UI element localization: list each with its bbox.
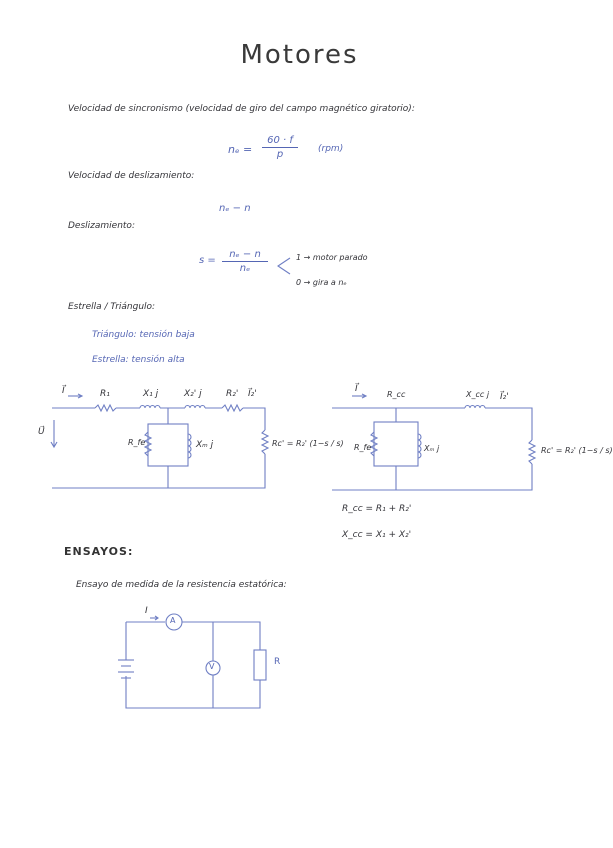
circuit-2-wires xyxy=(332,393,537,491)
c2-current-in: I⃗ xyxy=(355,384,358,394)
slip-denominator: nₑ xyxy=(239,263,251,274)
slip-speed-expr: nₑ − n xyxy=(219,203,251,214)
r2-resistor xyxy=(221,403,244,413)
xm-inductor xyxy=(187,433,192,459)
slip-lhs: s = xyxy=(199,255,216,266)
r1-resistor xyxy=(94,403,117,413)
slip-case-1: 1 → motor parado xyxy=(296,253,368,262)
slip-fraction: nₑ − n nₑ xyxy=(222,249,268,274)
slip-speed-label: Velocidad de deslizamiento: xyxy=(68,171,195,181)
circuit-1-wires xyxy=(50,393,270,489)
x2-inductor xyxy=(184,404,206,409)
equation-xcc: X_cc = X₁ + X₂' xyxy=(342,530,412,540)
connection-label: Estrella / Triángulo: xyxy=(68,302,156,312)
c1-current-out: I⃗₂' xyxy=(248,389,257,399)
c1-r2-label: R₂' xyxy=(226,389,239,399)
test1-label: Ensayo de medida de la resistencia estat… xyxy=(76,580,287,590)
c1-r1-label: R₁ xyxy=(100,389,110,399)
fraction-bar xyxy=(262,147,298,148)
sync-speed-unit: (rpm) xyxy=(318,144,344,154)
load-resistor xyxy=(260,429,270,455)
c2-rfe-label: R_fe xyxy=(354,443,372,452)
resistor-label: R xyxy=(274,657,281,667)
slip-label: Deslizamiento: xyxy=(68,221,135,231)
equation-rcc: R_cc = R₁ + R₂' xyxy=(342,504,412,514)
c2-xm-label: Xₘ j xyxy=(424,444,440,453)
fraction-bar xyxy=(222,261,268,262)
slip-numerator: nₑ − n xyxy=(229,249,261,260)
c1-x2-label: X₂' j xyxy=(184,389,202,399)
star-note: Estrella: tensión alta xyxy=(92,355,185,365)
page-title: Motores xyxy=(240,40,359,70)
c2-load-label: Rc' = R₂' (1−s / s) xyxy=(541,446,613,455)
test-circuit-wires xyxy=(118,613,267,709)
c1-voltage: U⃗ xyxy=(38,427,45,437)
sync-speed-label: Velocidad de sincronismo (velocidad de g… xyxy=(68,104,415,114)
sync-speed-lhs: nₑ = xyxy=(228,143,253,156)
sync-speed-numerator: 60 · f xyxy=(267,135,293,146)
xm-inductor-2 xyxy=(417,433,422,459)
test1-current-label: I xyxy=(145,606,148,616)
rfe-resistor xyxy=(143,431,153,457)
c1-load-label: Rc' = R₂' (1−s / s) xyxy=(272,439,344,448)
triangle-note: Triángulo: tensión baja xyxy=(92,330,195,340)
c2-xcc-label: X_cc j xyxy=(466,390,490,399)
slip-brace xyxy=(277,257,291,275)
rfe-resistor-2 xyxy=(369,431,379,457)
c1-rfe-label: R_fe xyxy=(128,438,146,447)
voltmeter-label: V xyxy=(209,662,215,671)
resistor-box xyxy=(253,649,267,681)
sync-speed-denominator: p xyxy=(276,149,284,160)
c2-current-out: I⃗₂' xyxy=(500,392,509,402)
ammeter-label: A xyxy=(170,616,176,625)
c1-current-in: I⃗ xyxy=(62,386,65,396)
x1-inductor xyxy=(139,404,161,409)
load-resistor-2 xyxy=(527,439,537,465)
c2-rcc-label: R_cc xyxy=(387,390,406,399)
circuits-drawing xyxy=(50,257,537,709)
slip-case-2: 0 → gira a nₑ xyxy=(296,278,347,287)
ensayos-heading: ENSAYOS: xyxy=(64,545,134,558)
xcc-inductor xyxy=(464,404,486,409)
c1-x1-label: X₁ j xyxy=(143,389,159,399)
c1-xm-label: Xₘ j xyxy=(196,440,214,450)
sync-speed-fraction: 60 · f p xyxy=(262,135,298,160)
